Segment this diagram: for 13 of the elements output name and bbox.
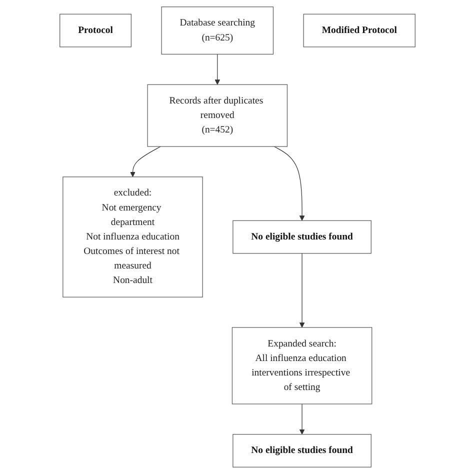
node-box: Records after duplicates removed (n=452) [146,84,288,147]
node-box: No eligible studies found [232,220,371,254]
arrow [298,253,304,328]
arrow [298,404,304,435]
node-box: Modified Protocol [302,14,415,48]
arrow [130,146,160,178]
node-box: Database searching (n=625) [160,6,274,55]
node-box: Protocol [59,14,131,48]
arrow [214,54,220,85]
node-box: Expanded search: All influenza education interventions irrespective of setting [231,327,372,404]
node-box: No eligible studies found [232,434,371,468]
arrow [273,146,304,221]
node-box: excluded: Not emergency department Not influenza education Outcomes of interest not measured Non-adult [62,176,202,298]
